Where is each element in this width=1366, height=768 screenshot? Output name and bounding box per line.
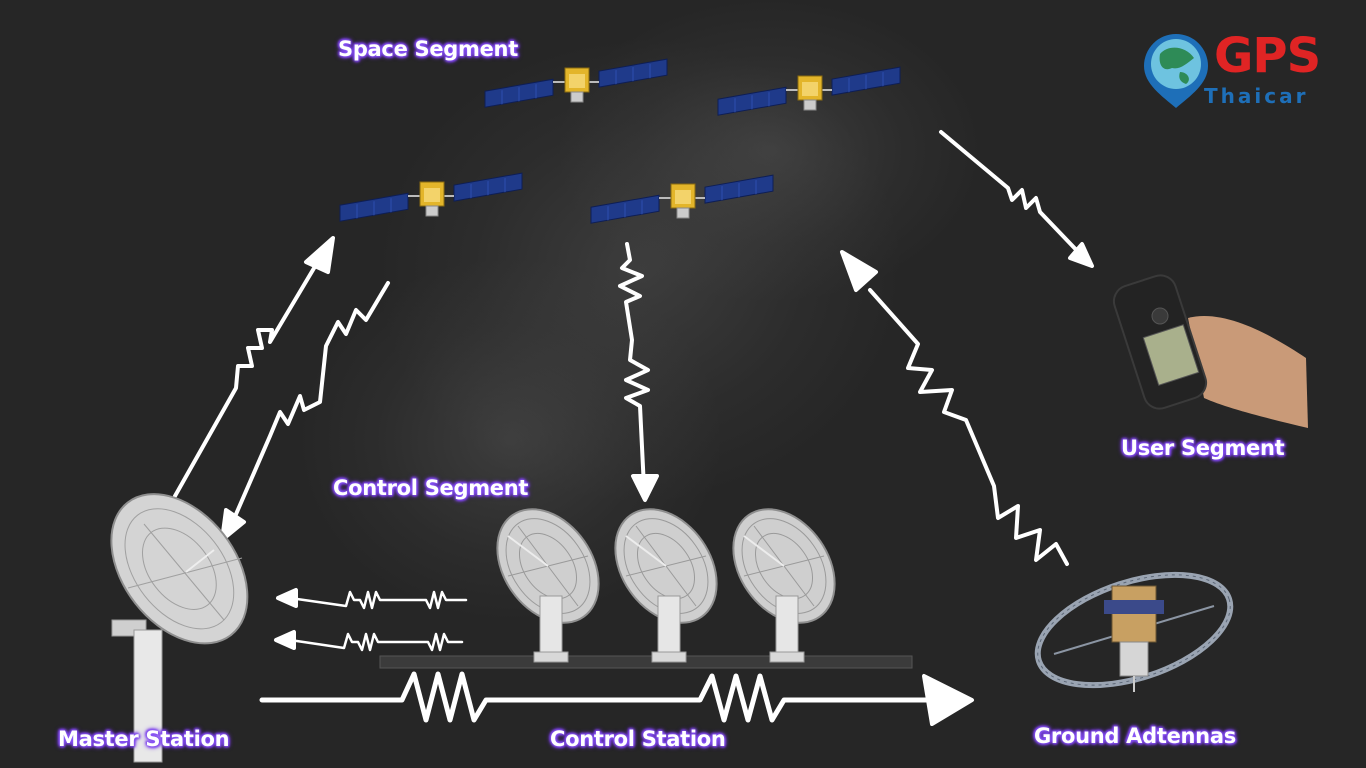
link-arrow (259, 671, 935, 723)
control-station-dish-icon (711, 488, 857, 663)
downlink-arrow (228, 281, 390, 530)
arrowhead (631, 474, 659, 502)
arrowhead (274, 630, 296, 650)
arrowhead (1068, 242, 1094, 268)
uplink-arrow (173, 246, 328, 498)
satellite-icon (590, 174, 774, 225)
logo-subtitle-text: Thaicar (1204, 84, 1309, 108)
link-arrow (288, 590, 468, 610)
satellite-icon (717, 66, 901, 117)
handheld-gps-device-icon (1112, 274, 1308, 428)
control-station-label: Control Station (550, 727, 726, 751)
satellite-icon (484, 58, 668, 109)
arrowhead (840, 250, 878, 292)
user-segment-label: User Segment (1121, 436, 1285, 460)
downlink-arrow (618, 242, 650, 490)
master-station-label: Master Station (58, 727, 230, 751)
ground-antenna-ring-icon (1034, 571, 1234, 692)
arrowhead (922, 674, 974, 726)
downlink-arrow (939, 130, 1086, 260)
arrowhead (276, 588, 298, 608)
space-segment-label: Space Segment (338, 37, 518, 61)
control-station-platform (379, 655, 913, 669)
control-station-dish-icon (593, 488, 739, 663)
uplink-arrow (868, 288, 1069, 566)
master-station-dish-icon (110, 493, 249, 763)
control-segment-label: Control Segment (333, 476, 529, 500)
arrowhead (220, 508, 246, 542)
logo-brand-text: GPS (1214, 28, 1321, 84)
gps-thaicar-logo-icon (1144, 34, 1208, 108)
control-station-dish-icon (475, 488, 621, 663)
arrowhead (304, 236, 335, 274)
brand-logo: GPS Thaicar (1138, 26, 1344, 114)
ground-antennas-label: Ground Adtennas (1034, 724, 1236, 748)
link-arrow (288, 632, 464, 652)
satellite-icon (339, 172, 523, 223)
